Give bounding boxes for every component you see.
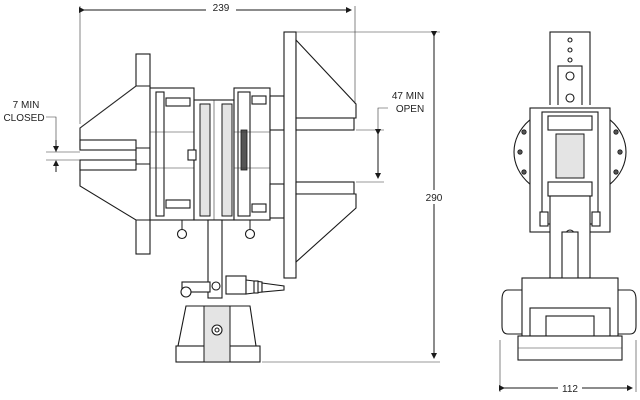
side-view	[501, 31, 637, 361]
front-view	[79, 31, 357, 363]
front-dimensions: 239 290 7 MIN CLOSED 47 MIN OPEN	[3, 1, 446, 363]
side-width-label: 112	[562, 384, 578, 395]
right-adjust-knob	[244, 228, 256, 240]
overall-height-label: 290	[426, 193, 443, 204]
right-lower-slide	[269, 183, 285, 219]
adjust-arm	[181, 281, 211, 293]
left-back-plate	[135, 53, 151, 255]
open-label-line1: 47 MIN	[392, 91, 424, 102]
open-label-line2: OPEN	[396, 104, 424, 115]
right-upper-jaw	[295, 38, 357, 119]
right-back-plate	[283, 31, 297, 279]
closed-label-line1: 7 MIN	[13, 100, 40, 111]
left-adjust-knob	[176, 228, 188, 240]
support-column	[207, 219, 223, 299]
left-lower-jaw	[79, 163, 151, 221]
left-upper-jaw	[79, 85, 151, 149]
right-upper-slide	[269, 95, 285, 131]
side-dimensions: 112	[499, 340, 637, 395]
right-lower-jaw	[295, 181, 355, 195]
tapered-pin	[261, 282, 285, 293]
closed-label-line2: CLOSED	[3, 113, 44, 124]
overall-width-label: 239	[213, 3, 230, 14]
